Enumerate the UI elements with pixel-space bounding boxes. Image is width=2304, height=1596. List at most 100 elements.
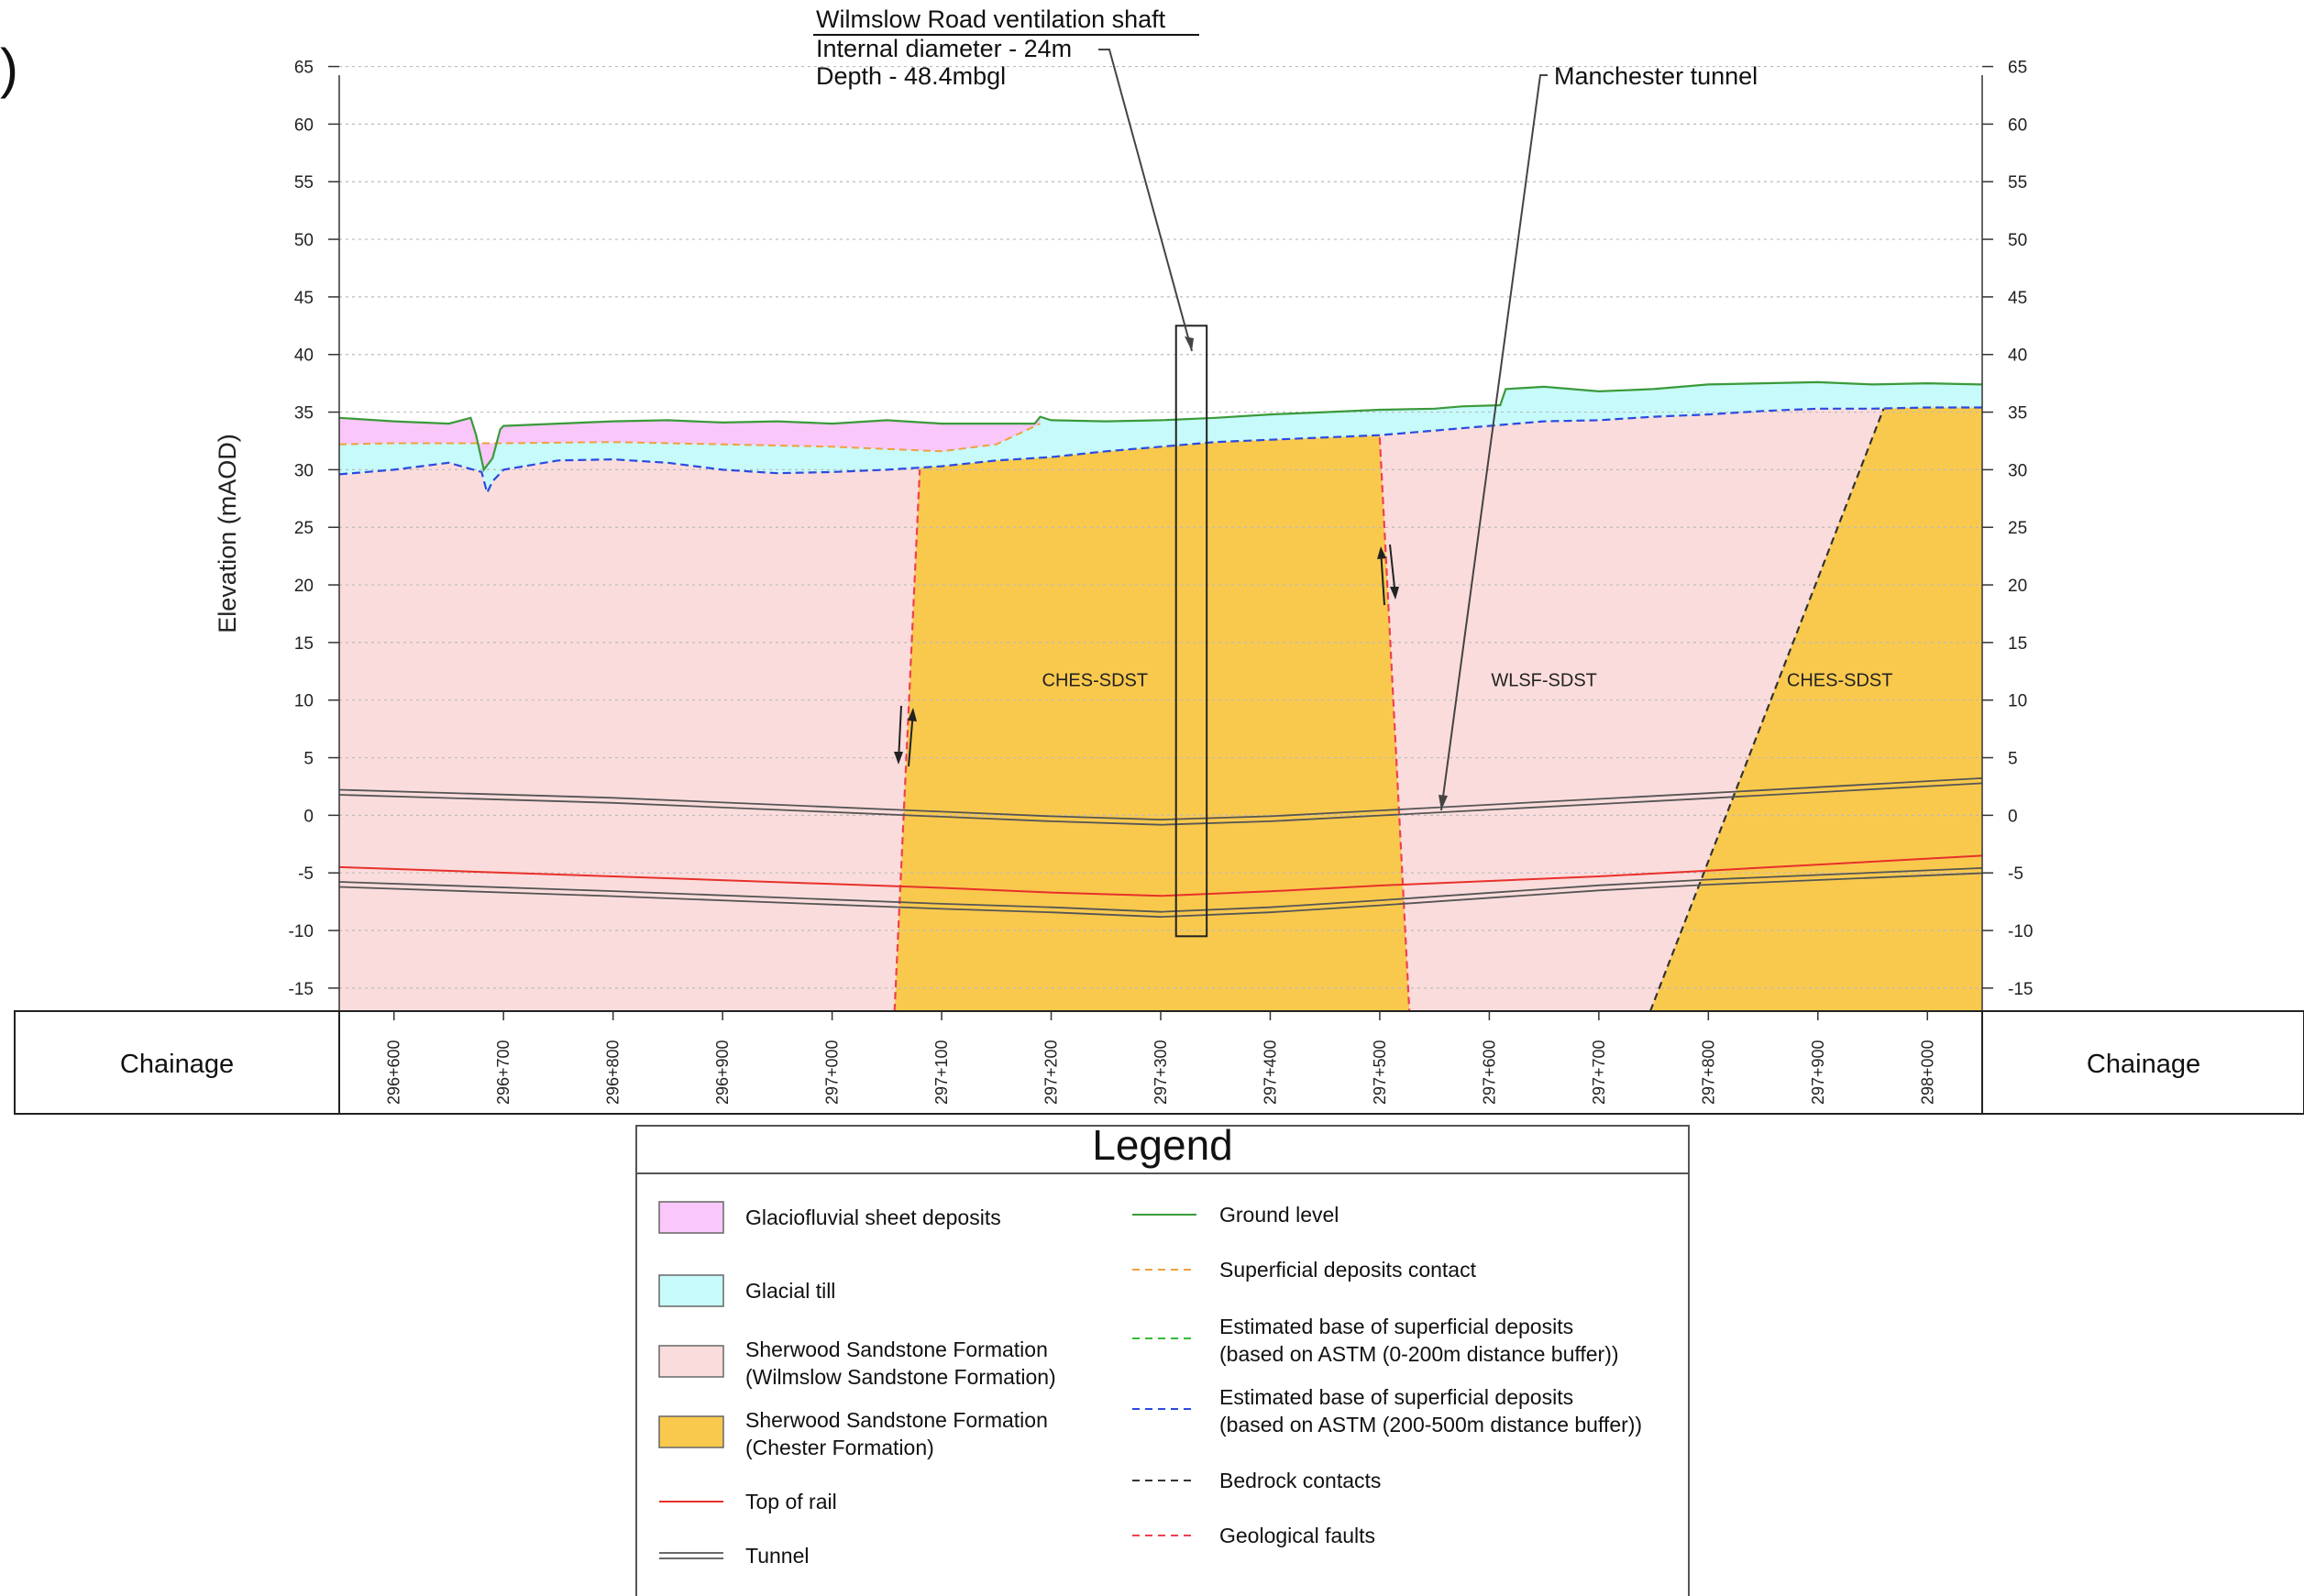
legend-item-ches: Sherwood Sandstone Formation (Chester For…	[658, 1408, 1048, 1459]
top-of-rail-line	[339, 854, 1982, 897]
y-axis-label: Elevation (mAOD)	[214, 434, 241, 633]
legend-item-rail: Top of rail	[659, 1490, 837, 1513]
superficial-base-line	[339, 406, 1982, 496]
section-lines	[339, 325, 1982, 1011]
y-tick-label-left: 65	[294, 59, 314, 78]
fault-arrows-left	[894, 705, 917, 767]
y-tick-label-right: 45	[2008, 289, 2027, 308]
chainage-tick-label: 297+300	[1152, 1040, 1170, 1105]
legend-sublabel-wlsf: (Wilmslow Sandstone Formation)	[745, 1365, 1056, 1389]
legend-label-till: Glacial till	[745, 1279, 835, 1303]
y-tick-label-right: 30	[2008, 461, 2027, 480]
legend-swatch-till	[658, 1274, 724, 1307]
y-tick-label-left: 30	[294, 461, 314, 480]
legend-swatch-glacio	[658, 1201, 724, 1234]
shaft-depth: Depth - 48.4mbgl	[816, 62, 1006, 90]
y-tick-label-left: 60	[294, 116, 314, 135]
legend-item-supcontact: Superficial deposits contact	[1132, 1258, 1477, 1282]
legend-item-ground: Ground level	[1132, 1203, 1339, 1227]
y-tick-label-right: 40	[2008, 347, 2027, 366]
chainage-tick-label: 296+900	[713, 1040, 732, 1105]
superficial-contact-line	[339, 423, 1042, 453]
chainage-tick-label: 297+400	[1261, 1040, 1279, 1105]
legend-label-supcontact: Superficial deposits contact	[1219, 1258, 1477, 1282]
legend-sublabel-base2: (based on ASTM (200-500m distance buffer…	[1219, 1413, 1642, 1436]
tunnel-crown-lower	[339, 782, 1982, 826]
y-tick-label-right: -10	[2008, 922, 2033, 941]
legend-label-faults: Geological faults	[1219, 1524, 1375, 1547]
legend-label-glacio: Glaciofluvial sheet deposits	[745, 1205, 1001, 1229]
y-tick-label-left: 5	[303, 750, 314, 769]
chainage-label-left: Chainage	[120, 1050, 234, 1079]
y-tick-label-left: 0	[303, 807, 314, 826]
legend-frame	[635, 1125, 1690, 1596]
legend-sublabel-base1: (based on ASTM (0-200m distance buffer))	[1219, 1342, 1619, 1366]
tunnel-leader-arrowhead	[1439, 795, 1448, 810]
glacial-till-area	[339, 381, 1982, 493]
legend-swatch-ches	[658, 1415, 724, 1448]
chainage-tick-label: 297+500	[1371, 1040, 1389, 1105]
y-tick-label-left: 40	[294, 347, 314, 366]
y-tick-label-right: 5	[2008, 750, 2018, 769]
fault-line-left	[893, 469, 921, 1011]
panel-label: )	[0, 38, 18, 99]
y-tick-label-right: 25	[2008, 519, 2027, 538]
legend-label-base1: Estimated base of superficial deposits	[1219, 1315, 1573, 1338]
y-tick-label-right: 50	[2008, 231, 2027, 250]
legend-item-wlsf: Sherwood Sandstone Formation(Wilmslow Sa…	[658, 1337, 1056, 1389]
chainage-tick-label: 296+700	[494, 1040, 513, 1105]
unit-label-ches-left: CHES-SDST	[1042, 671, 1149, 691]
chainage-tick-label: 297+800	[1699, 1040, 1717, 1105]
legend-label-tunnel: Tunnel	[745, 1544, 809, 1568]
tunnel-leader-line	[1440, 74, 1548, 811]
y-tick-label-right: -5	[2008, 864, 2023, 884]
legend-item-till: Glacial till	[658, 1274, 835, 1307]
legend-item-bedrock: Bedrock contacts	[1132, 1469, 1381, 1492]
tunnel-label: Manchester tunnel	[1554, 62, 1758, 90]
bedrock-contact-line	[1648, 408, 1885, 1011]
legend-item-tunnel: Tunnel	[659, 1544, 809, 1568]
tunnel-annotation: Manchester tunnel	[1439, 62, 1758, 811]
fault-line-right	[1378, 437, 1411, 1011]
shaft-leader-arrowhead	[1185, 336, 1194, 351]
chainage-tick-label: 297+600	[1480, 1040, 1498, 1105]
y-tick-label-right: 20	[2008, 577, 2027, 596]
shaft-title: Wilmslow Road ventilation shaft	[816, 6, 1166, 33]
tunnel-invert-lower	[339, 872, 1982, 919]
chainage-tick-label: 298+000	[1918, 1040, 1936, 1105]
y-tick-label-right: 55	[2008, 173, 2027, 193]
shaft-annotation: Wilmslow Road ventilation shaft Internal…	[813, 6, 1199, 352]
chainage-tick-label: 297+200	[1042, 1040, 1061, 1105]
chainage-tick-label: 297+700	[1590, 1040, 1608, 1105]
y-tick-label-right: 60	[2008, 116, 2027, 135]
legend-item-base2: Estimated base of superficial deposits (b…	[1132, 1385, 1642, 1436]
shaft-leader-line	[1098, 49, 1193, 352]
legend-swatch-wlsf	[658, 1345, 724, 1378]
y-tick-label-left: -5	[298, 864, 314, 884]
legend-label-bedrock: Bedrock contacts	[1219, 1469, 1381, 1492]
tunnel-invert-upper	[339, 867, 1982, 913]
y-tick-label-right: 0	[2008, 807, 2018, 826]
legend-sublabel-ches: (Chester Formation)	[745, 1436, 934, 1459]
chainage-tick-label: 297+100	[932, 1040, 951, 1105]
legend-label-rail: Top of rail	[745, 1490, 837, 1513]
legend-item-faults: Geological faults	[1132, 1524, 1375, 1547]
shaft-diameter: Internal diameter - 24m	[816, 35, 1072, 62]
legend-label-ches: Sherwood Sandstone Formation	[745, 1408, 1048, 1432]
y-tick-label-left: 20	[294, 577, 314, 596]
fault-arrows-right	[1377, 544, 1399, 606]
y-tick-label-right: 10	[2008, 692, 2027, 711]
y-tick-label-left: 25	[294, 519, 314, 538]
ventilation-shaft	[1174, 325, 1208, 938]
chainage-tick-label: 296+600	[385, 1040, 403, 1105]
y-tick-label-left: 55	[294, 173, 314, 193]
y-tick-label-left: 10	[294, 692, 314, 711]
chainage-tick-label: 296+800	[604, 1040, 623, 1105]
legend-label-base2: Estimated base of superficial deposits	[1219, 1385, 1573, 1409]
y-tick-label-left: 45	[294, 289, 314, 308]
chainage-tick-label: 297+000	[823, 1040, 842, 1105]
